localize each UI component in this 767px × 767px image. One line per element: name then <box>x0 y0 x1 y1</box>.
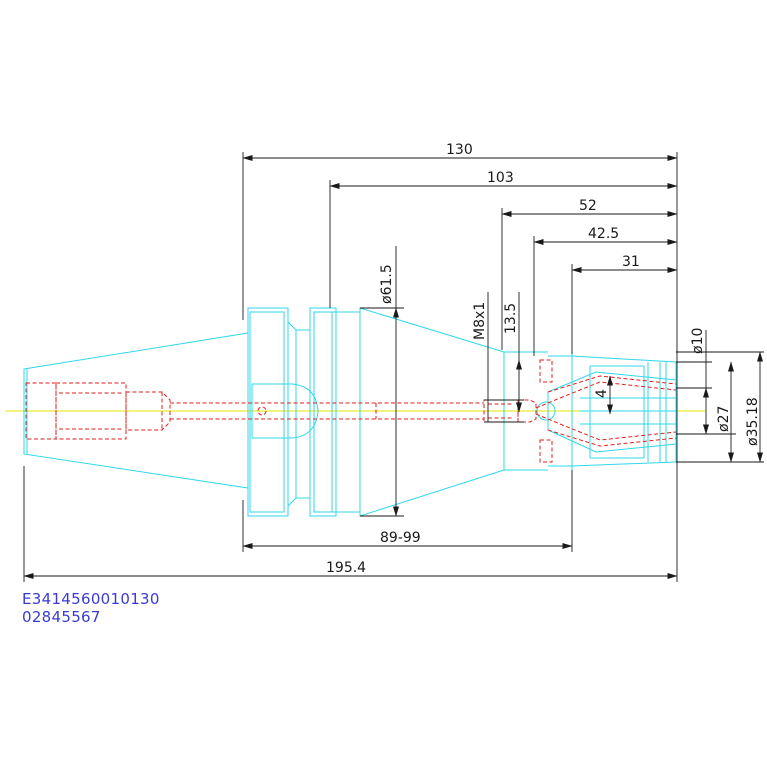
label-clamp-dia: ø10 <box>690 328 706 354</box>
label-31: 31 <box>622 254 640 270</box>
label-nut-inner: ø27 <box>716 406 732 432</box>
holder-outline <box>23 307 677 517</box>
label-130: 130 <box>446 142 473 158</box>
label-slot: 4 <box>594 389 610 398</box>
label-103: 103 <box>487 170 514 186</box>
label-52: 52 <box>579 198 597 214</box>
label-42-5: 42.5 <box>588 226 619 242</box>
cross-hole <box>536 401 556 421</box>
article-number: 02845567 <box>22 608 101 626</box>
label-depth: 13.5 <box>503 303 519 334</box>
label-thread: M8x1 <box>472 302 488 340</box>
part-code: E3414560010130 <box>22 590 160 608</box>
hidden-lines <box>25 359 677 463</box>
collar <box>309 307 337 517</box>
label-flange-dia: ø61.5 <box>379 264 395 304</box>
label-89-99: 89-99 <box>380 530 421 546</box>
dimension-labels: 130 103 52 42.5 31 89-99 195.4 ø61.5 M8x… <box>326 142 761 576</box>
label-nut-outer: ø35.18 <box>745 397 761 446</box>
flange <box>247 307 289 517</box>
label-195-4: 195.4 <box>326 560 366 576</box>
dimensions <box>23 152 764 582</box>
v-groove <box>287 320 297 508</box>
